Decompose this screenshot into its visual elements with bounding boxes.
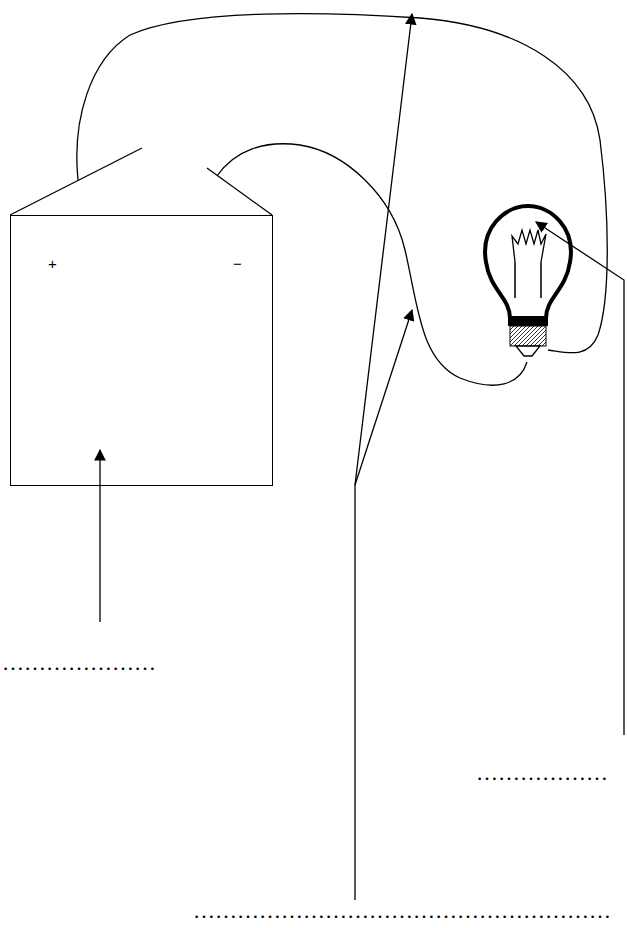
battery-terminal [207, 168, 272, 215]
leader-line [536, 222, 624, 735]
light-bulb [485, 206, 571, 356]
blank-answer-line: ………………………………………………… [193, 900, 611, 922]
leader-line [355, 310, 412, 485]
terminal-sign: + [48, 256, 57, 271]
battery-box: +− [10, 215, 273, 486]
battery-terminal [10, 148, 142, 215]
blank-answer-line: ……………… [476, 762, 608, 784]
wire [77, 14, 607, 353]
blank-answer-line: ………………… [2, 652, 156, 674]
leader-line [99, 450, 100, 622]
leader-line [355, 14, 412, 900]
terminal-sign: − [233, 256, 242, 271]
